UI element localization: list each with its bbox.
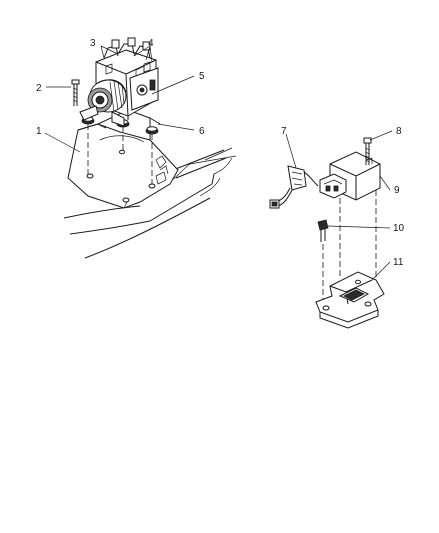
leader-lines-right <box>285 130 393 281</box>
callout-2: 2 <box>36 83 42 94</box>
callout-3: 3 <box>90 38 96 49</box>
callout-1: 1 <box>36 126 42 137</box>
frame-rail <box>63 147 237 259</box>
callout-10: 10 <box>393 223 405 234</box>
callout-8: 8 <box>396 126 402 137</box>
yaw-rate-sensor <box>319 151 381 201</box>
callout-5: 5 <box>199 71 205 82</box>
module-mounting-lines <box>87 124 153 184</box>
bolt-10 <box>317 219 329 242</box>
mounting-bracket <box>67 109 179 209</box>
bolt-8 <box>363 137 372 165</box>
callout-9: 9 <box>394 185 400 196</box>
callout-6: 6 <box>199 126 205 137</box>
bolt-2 <box>71 79 80 106</box>
callout-7: 7 <box>281 126 287 137</box>
callout-11: 11 <box>393 257 404 268</box>
wiring-harness <box>269 165 319 209</box>
callout-4: 4 <box>148 38 154 49</box>
sensor-bracket <box>315 271 385 329</box>
sensor-mounting-lines <box>322 190 377 304</box>
leader-lines-left <box>44 45 195 153</box>
callout-labels: 1 2 3 4 5 6 7 8 9 10 11 <box>36 38 405 268</box>
abs-hydraulic-unit <box>79 37 159 127</box>
